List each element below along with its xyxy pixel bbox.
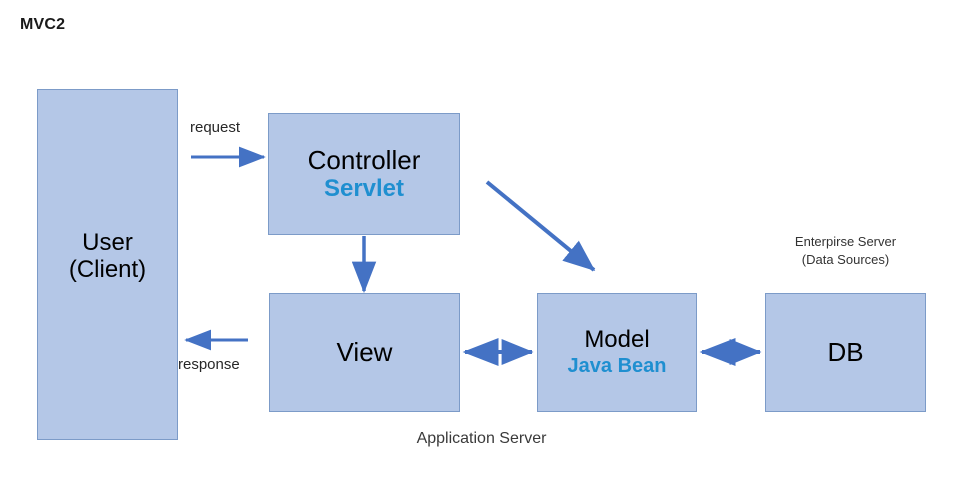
arrow-label-response: response: [178, 356, 240, 373]
box-db-label-main: DB: [827, 336, 864, 367]
box-view[interactable]: View: [269, 293, 460, 412]
box-user[interactable]: User (Client): [37, 89, 178, 440]
box-db[interactable]: DB: [765, 293, 926, 412]
box-controller[interactable]: Controller Servlet: [268, 113, 460, 235]
arrow-controller-to-model: [485, 180, 596, 272]
caption-enterprise-server-line2: (Data Sources): [801, 251, 890, 267]
box-controller-label-servlet: Servlet: [323, 174, 405, 202]
arrow-label-request: request: [190, 119, 241, 136]
page-title: MVC2: [20, 16, 66, 33]
box-model[interactable]: Model Java Bean: [537, 293, 697, 412]
box-model-label-javabean: Java Bean: [567, 355, 667, 378]
caption-enterprise-server-line1: Enterpirse Server: [794, 234, 897, 249]
caption-application-server: Application Server: [416, 430, 547, 447]
box-view-label-main: View: [336, 336, 393, 367]
caption-enterprise-server: Enterpirse Server (Data Sources): [765, 233, 926, 268]
box-model-label-main: Model: [584, 326, 650, 354]
box-controller-label-main: Controller: [307, 144, 421, 175]
box-user-label-main: User: [82, 229, 133, 256]
box-user-label-client: (Client): [68, 255, 147, 283]
